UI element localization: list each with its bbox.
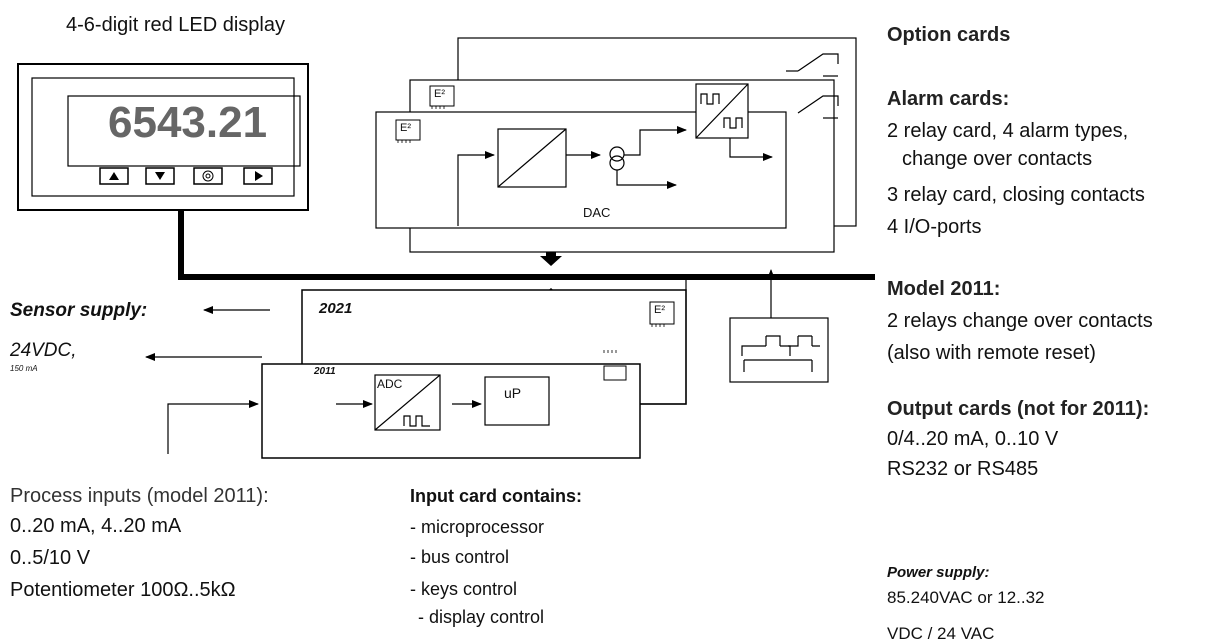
eeprom-chip-icon bbox=[429, 85, 455, 109]
down-key-icon[interactable] bbox=[145, 167, 175, 185]
process-input-line: Potentiometer 100Ω..5kΩ bbox=[10, 579, 236, 601]
output-card-circuit bbox=[457, 126, 687, 226]
sensor-voltage: 24VDC, bbox=[10, 340, 77, 361]
power-supply-title: Power supply: bbox=[887, 564, 990, 581]
process-input-line: 0..20 mA, 4..20 mA bbox=[10, 515, 182, 537]
input-card-item: - display control bbox=[418, 607, 545, 627]
eeprom-label-middle: E² bbox=[434, 88, 445, 100]
process-inputs-title: Process inputs (model 2011): bbox=[10, 485, 269, 507]
pulse-converter-icon bbox=[695, 83, 773, 161]
model-2011-title: Model 2011: bbox=[887, 278, 1001, 300]
eeprom-label-front: E² bbox=[400, 122, 411, 134]
display-value: 6543.21 bbox=[108, 98, 268, 147]
option-cards-title: Option cards bbox=[887, 24, 1011, 46]
output-line: 0/4..20 mA, 0..10 V bbox=[887, 428, 1059, 450]
model-line: (also with remote reset) bbox=[887, 342, 1096, 364]
alarm-cards-title: Alarm cards: bbox=[887, 88, 1010, 110]
display-caption: 4-6-digit red LED display bbox=[66, 14, 285, 36]
adc-label: ADC bbox=[377, 377, 403, 391]
board-2011 bbox=[261, 363, 641, 459]
sensor-current: 150 mA bbox=[10, 364, 38, 373]
alarm-line: 2 relay card, 4 alarm types, bbox=[887, 120, 1129, 142]
power-supply-box bbox=[729, 269, 829, 383]
option-cards-stack bbox=[375, 37, 857, 253]
power-line: VDC / 24 VAC bbox=[887, 624, 995, 643]
led-display-unit bbox=[17, 63, 309, 211]
eeprom-chip-icon bbox=[395, 119, 421, 143]
dac-label: DAC bbox=[583, 205, 611, 220]
relay-contacts-icon bbox=[786, 53, 839, 119]
up-key-icon[interactable] bbox=[99, 167, 129, 185]
process-input-line: 0..5/10 V bbox=[10, 547, 91, 569]
input-card-title: Input card contains: bbox=[410, 486, 583, 506]
input-card-item: - microprocessor bbox=[410, 517, 545, 537]
sensor-supply-title: Sensor supply: bbox=[10, 300, 148, 321]
output-cards-title: Output cards (not for 2011): bbox=[887, 398, 1150, 420]
model-2011-label: 2011 bbox=[314, 366, 336, 377]
alarm-line: 3 relay card, closing contacts bbox=[887, 184, 1145, 206]
input-card-item: - keys control bbox=[410, 579, 518, 599]
input-card-item: - bus control bbox=[410, 547, 510, 567]
output-line: RS232 or RS485 bbox=[887, 458, 1039, 480]
enter-key-icon[interactable] bbox=[193, 167, 223, 185]
model-2021-label: 2021 bbox=[319, 300, 353, 317]
alarm-line: change over contacts bbox=[902, 148, 1093, 170]
model-line: 2 relays change over contacts bbox=[887, 310, 1153, 332]
adc-block bbox=[336, 374, 550, 431]
system-bus bbox=[178, 210, 875, 280]
right-key-icon[interactable] bbox=[243, 167, 273, 185]
power-line: 85.240VAC or 12..32 bbox=[887, 588, 1045, 607]
up-label: uP bbox=[504, 385, 522, 401]
eeprom-label-main: E² bbox=[654, 304, 665, 316]
board-connections bbox=[145, 277, 687, 454]
alarm-line: 4 I/O-ports bbox=[887, 216, 982, 238]
